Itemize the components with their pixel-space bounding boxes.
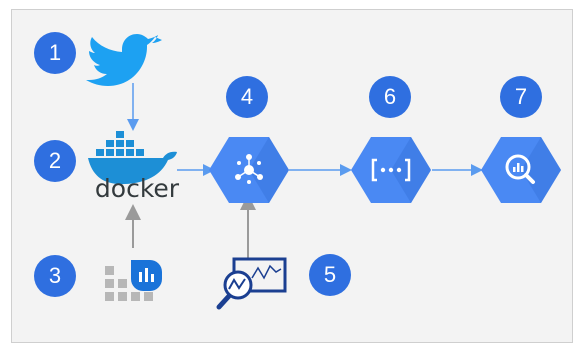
step-badge-5: 5 (309, 254, 351, 296)
step-badge-6: 6 (369, 76, 411, 118)
cloud-functions-hexagon-icon (351, 137, 431, 203)
step-badge-4: 4 (226, 76, 268, 118)
bigquery-hexagon-icon (481, 137, 561, 203)
pubsub-hexagon-icon (209, 137, 289, 203)
docker-label: docker (94, 174, 180, 203)
step-badge-3: 3 (34, 255, 76, 297)
step-badge-7: 7 (500, 76, 542, 118)
step-badge-2: 2 (34, 140, 76, 182)
step-badge-1: 1 (34, 32, 76, 74)
monitoring-chart-icon (216, 257, 287, 310)
twitter-bird-icon (86, 34, 162, 86)
docker-whale-icon (88, 131, 177, 185)
dataflow-grid-icon (105, 260, 162, 301)
